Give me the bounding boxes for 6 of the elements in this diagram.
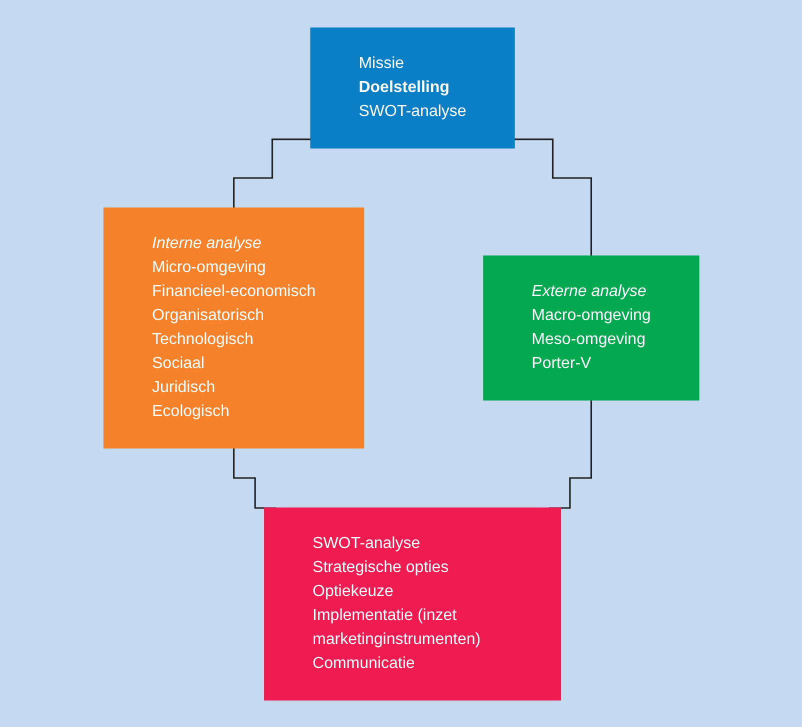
connector — [514, 138, 592, 256]
node-box: Missie Doelstelling SWOT-analyse — [310, 27, 514, 148]
node-box: SWOT-analyse Strategische opties Optiekeuze Implementatie (inzet marketinginstrumenten) Communicatie — [264, 507, 561, 700]
node-box: Interne analyse Micro-omgeving Financieel-economisch Organisatorisch Technologisch Sociaal Juridisch Ecologisch — [103, 207, 364, 448]
connector — [232, 138, 310, 208]
node-box: Externe analyse Macro-omgeving Meso-omgeving Porter-V — [482, 255, 699, 400]
